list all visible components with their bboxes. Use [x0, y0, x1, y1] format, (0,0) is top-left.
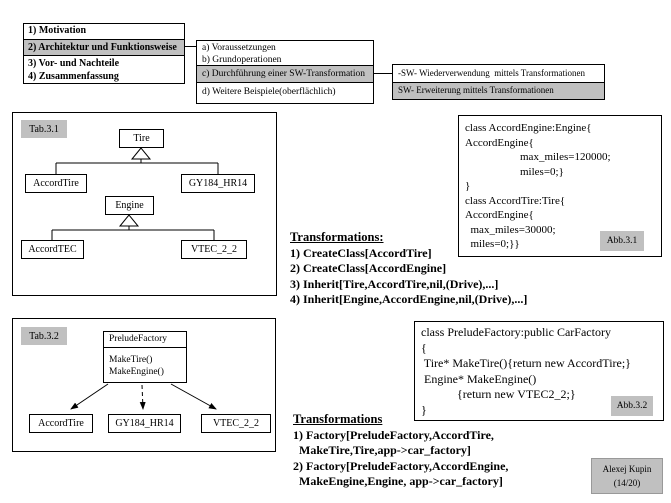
class-node-preludefactory: PreludeFactory MakeTire() MakeEngine() [103, 331, 187, 383]
code-line: AccordEngine{ [465, 136, 534, 149]
topic-erweiterung: SW- Erweiterung mittels Transformationen [393, 82, 604, 99]
preludefactory-name: PreludeFactory [104, 332, 186, 348]
product-node-accordtire: AccordTire [29, 414, 93, 433]
abb31-codebox: class AccordEngine:Engine{ AccordEngine{… [458, 115, 662, 257]
code-line: } [465, 180, 471, 192]
topic-boxes: -SW- Wiederverwendung mittels Transforma… [392, 64, 605, 100]
connector-submenu-topics [374, 73, 392, 74]
code-line: AccordEngine{ [465, 209, 534, 221]
transformation-step: MakeTire,Tire,app->car_factory] [293, 443, 471, 458]
code-line: class PreludeFactory:public CarFactory [421, 325, 611, 339]
menu-item-architektur: 2) Architektur und Funktionsweise [24, 39, 184, 56]
code-line: max_miles=120000; [465, 151, 611, 163]
code-line: { [421, 340, 427, 355]
code-line: Tire* MakeTire(){return new AccordTire;} [421, 356, 631, 370]
class-node-vtec-2-2: VTEC_2_2 [181, 240, 247, 259]
submenu-item-group: a) Voraussetzungen b) Grundoperationen [197, 41, 373, 65]
code-line: } [421, 402, 427, 417]
transformations-1-title: Transformations: [290, 230, 384, 244]
submenu-item-weitere-beispiele: d) Weitere Beispiele(oberflächlich) [202, 87, 336, 97]
tab32-label: Tab.3.2 [21, 327, 67, 345]
menu-item-vor-und-nachteile: 3) Vor- und Nachteile [28, 58, 120, 69]
tab31-diagram: Tab.3.1 Tire AccordTire GY184_HR14 Engin… [12, 112, 277, 296]
inheritance-tree-lines [51, 147, 219, 240]
class-node-gy184-hr14: GY184_HR14 [181, 174, 255, 193]
class-node-accordtire: AccordTire [25, 174, 87, 193]
author-name: Alexej Kupin [602, 464, 652, 474]
method-makeengine: MakeEngine() [109, 367, 164, 377]
code-line: max_miles=30000; [465, 223, 556, 236]
abb32-codebox: class PreludeFactory:public CarFactory {… [414, 321, 664, 421]
connector-menu-submenu [185, 46, 196, 47]
main-menu: 1) Motivation 2) Architektur und Funktio… [23, 23, 185, 84]
factory-arrow-lines [70, 383, 217, 410]
menu-item-motivation: 1) Motivation [28, 25, 87, 36]
code-line: miles=0;} [465, 165, 564, 178]
code-line: {return new VTEC2_2;} [421, 387, 576, 401]
transformation-step: 2) Factory[PreludeFactory,AccordEngine, [293, 458, 509, 473]
submenu-item-durchfuehrung: c) Durchführung einer SW-Transformation [197, 65, 373, 83]
code-line: Engine* MakeEngine() [421, 371, 537, 386]
transformation-step: 1) Factory[PreludeFactory,AccordTire, [293, 428, 494, 442]
transformation-step: 1) CreateClass[AccordTire] [290, 246, 432, 260]
class-node-tire: Tire [119, 129, 164, 148]
tab31-label: Tab.3.1 [21, 120, 67, 138]
transformation-step: 2) CreateClass[AccordEngine] [290, 261, 447, 276]
product-node-vtec-2-2: VTEC_2_2 [201, 414, 271, 433]
tab32-diagram: Tab.3.2 PreludeFactory MakeTire() MakeEn… [12, 318, 276, 452]
class-node-accordtec: AccordTEC [21, 240, 84, 259]
abb31-label: Abb.3.1 [600, 231, 644, 251]
method-maketire: MakeTire() [109, 355, 153, 365]
product-node-gy184-hr14: GY184_HR14 [108, 414, 181, 433]
submenu-item-voraussetzungen: a) Voraussetzungen [202, 43, 276, 53]
code-line: class AccordEngine:Engine{ [465, 122, 592, 134]
preludefactory-methods: MakeTire() MakeEngine() [104, 348, 186, 378]
menu-item-zusammenfassung: 4) Zusammenfassung [28, 71, 119, 82]
topic-wiederverwendung: -SW- Wiederverwendung mittels Transforma… [398, 68, 585, 78]
submenu-item-grundoperationen: b) Grundoperationen [202, 55, 282, 65]
code-line: class AccordTire:Tire{ [465, 194, 566, 207]
transformation-step: MakeEngine,Engine, app->car_factory] [293, 474, 503, 489]
transformations-2-title: Transformations [293, 412, 383, 426]
menu-item-group: 3) Vor- und Nachteile 4) Zusammenfassung [24, 56, 184, 82]
transformation-step: 4) Inherit[Engine,AccordEngine,nil,(Driv… [290, 292, 528, 307]
abb32-label: Abb.3.2 [611, 396, 653, 416]
class-node-engine: Engine [105, 196, 154, 215]
code-line: miles=0;}} [465, 238, 520, 250]
page-number: (14/20) [613, 478, 641, 488]
transformations-2: Transformations 1) Factory[PreludeFactor… [293, 411, 623, 490]
transformations-1: Transformations: 1) CreateClass[AccordTi… [290, 229, 620, 308]
transformation-step: 3) Inherit[Tire,AccordTire,nil,(Drive),.… [290, 276, 499, 291]
sub-menu: a) Voraussetzungen b) Grundoperationen c… [196, 40, 374, 104]
footer-credit: Alexej Kupin (14/20) [591, 458, 663, 494]
